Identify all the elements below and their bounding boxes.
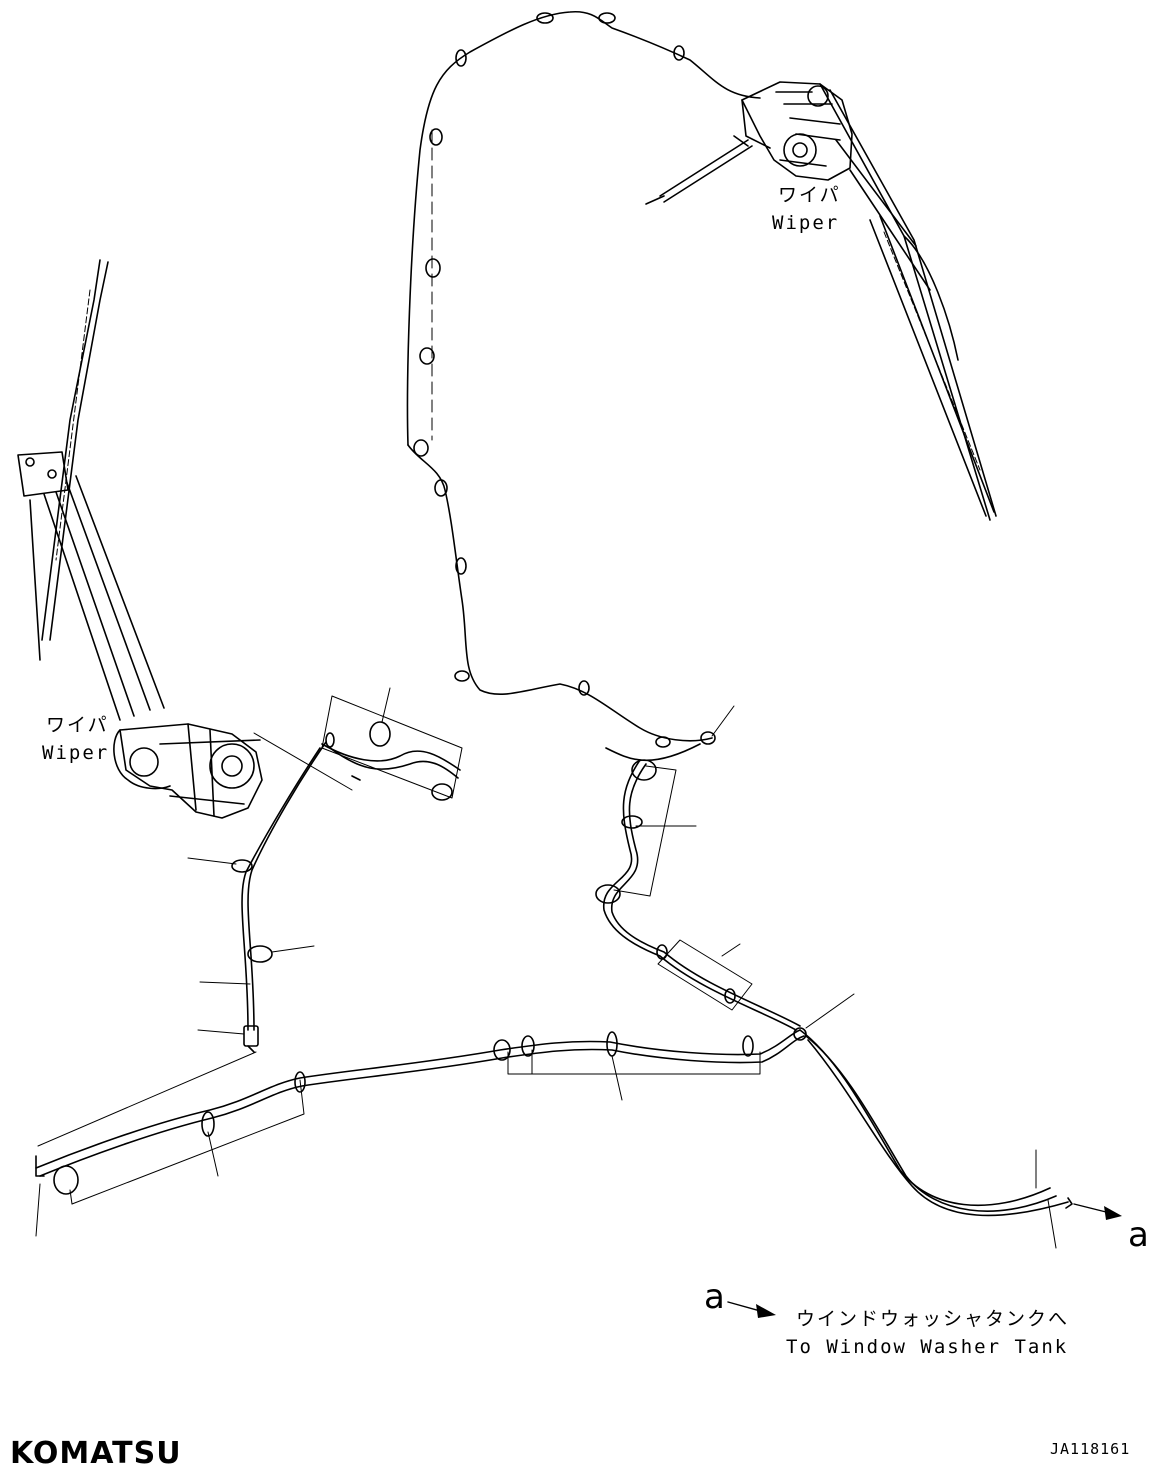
right-nozzle-hose [595, 743, 801, 1031]
top-wiper-label-jp: ワイパ [778, 184, 841, 206]
left-wiper-assembly [17, 259, 263, 819]
ref-letter-legend: a [704, 1277, 725, 1317]
legend-text-jp: ウインドウォッシャタンクへ [796, 1308, 1070, 1330]
left-wiper-label-en: Wiper [42, 742, 110, 764]
main-washer-hose [35, 993, 1073, 1249]
top-wiper-assembly [645, 81, 997, 521]
ref-arrow-end [1073, 1203, 1122, 1220]
top-wiper-label-en: Wiper [772, 212, 840, 234]
komatsu-logo: KOMATSU [10, 1436, 182, 1471]
left-wiper-label-jp: ワイパ [46, 714, 109, 736]
drawing-code: JA118161 [1050, 1440, 1131, 1458]
ref-arrow-legend [727, 1301, 776, 1318]
ref-letter-end: a [1128, 1215, 1149, 1255]
legend-text-en: To Window Washer Tank [786, 1336, 1069, 1358]
left-nozzle-hose [37, 687, 463, 1147]
upper-washer-hose [406, 10, 761, 748]
